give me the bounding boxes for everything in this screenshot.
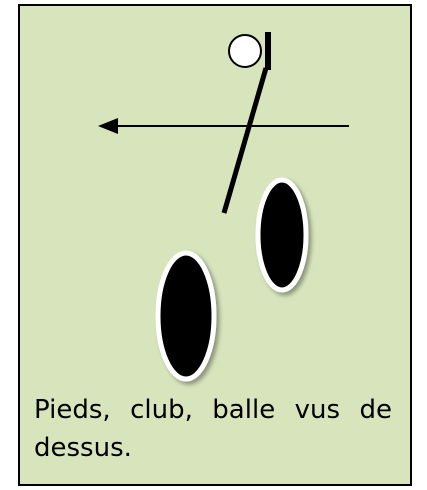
diagram-panel: Pieds, club, balle vus de dessus. [18, 4, 412, 486]
target-line-arrow [98, 118, 349, 134]
arrow-left-icon [98, 118, 118, 134]
golf-setup-diagram [20, 6, 410, 484]
diagram-background [20, 6, 410, 484]
footprint-icon-right [255, 177, 309, 293]
footprint-icon-left [155, 250, 217, 382]
diagram-caption: Pieds, club, balle vus de dessus. [34, 395, 392, 463]
club-shaft [221, 67, 269, 214]
golf-ball-icon [228, 34, 262, 68]
golf-club-icon [221, 32, 271, 214]
